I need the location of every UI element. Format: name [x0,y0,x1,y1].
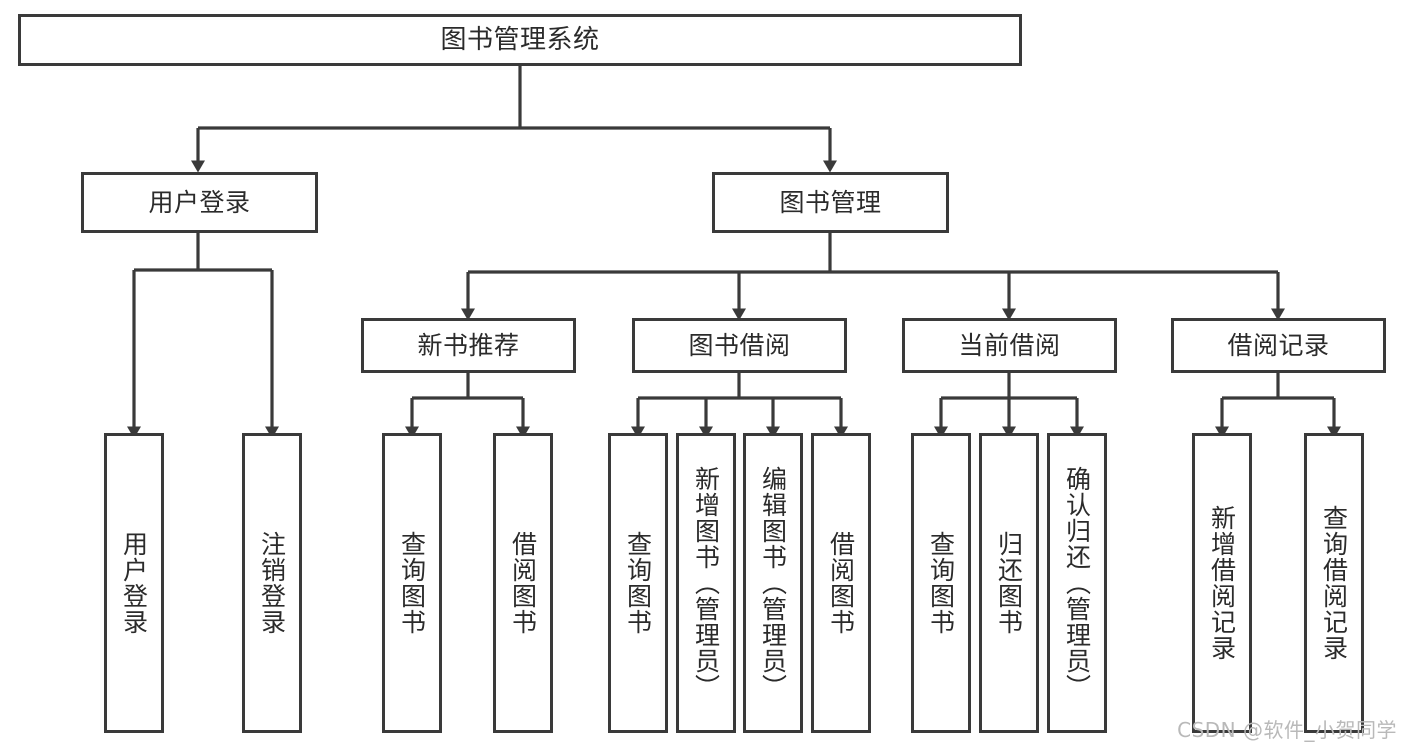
node-label: 图书借阅 [688,330,791,360]
node-label: 图书管理 [779,187,882,217]
node-label: 用户登录 [148,187,251,217]
node-label: 新增借阅记录 [1207,505,1237,661]
node-label: 借阅图书 [508,531,538,635]
node-book-management-system[interactable]: 图书管理系统 [18,14,1022,66]
node-leaf-query-book-1[interactable]: 查询图书 [382,433,442,733]
node-current-borrow[interactable]: 当前借阅 [902,318,1117,373]
node-label: 归还图书 [994,531,1024,635]
node-borrow-record[interactable]: 借阅记录 [1171,318,1386,373]
node-book-borrow[interactable]: 图书借阅 [632,318,847,373]
node-leaf-edit-book[interactable]: 编辑图书（管理员） [743,433,803,733]
node-leaf-user-login[interactable]: 用户登录 [104,433,164,733]
node-label: 编辑图书（管理员） [758,466,788,700]
node-new-book-recommend[interactable]: 新书推荐 [361,318,576,373]
node-label: 注销登录 [257,531,287,635]
node-leaf-query-record[interactable]: 查询借阅记录 [1304,433,1364,733]
node-book-management[interactable]: 图书管理 [712,172,949,233]
node-label: 借阅图书 [826,531,856,635]
node-leaf-user-logout[interactable]: 注销登录 [242,433,302,733]
node-label: 查询图书 [397,531,427,635]
node-label: 新增图书（管理员） [691,466,721,700]
node-leaf-query-book-3[interactable]: 查询图书 [911,433,971,733]
node-leaf-add-book[interactable]: 新增图书（管理员） [676,433,736,733]
node-label: 用户登录 [119,531,149,635]
node-leaf-query-book-2[interactable]: 查询图书 [608,433,668,733]
node-label: 图书管理系统 [440,24,600,55]
node-label: 确认归还（管理员） [1062,466,1092,700]
node-label: 查询图书 [926,531,956,635]
node-leaf-borrow-book-2[interactable]: 借阅图书 [811,433,871,733]
node-leaf-return-book[interactable]: 归还图书 [979,433,1039,733]
node-label: 查询图书 [623,531,653,635]
node-label: 查询借阅记录 [1319,505,1349,661]
node-leaf-add-record[interactable]: 新增借阅记录 [1192,433,1252,733]
node-user-login[interactable]: 用户登录 [81,172,318,233]
node-leaf-confirm-return[interactable]: 确认归还（管理员） [1047,433,1107,733]
node-label: 当前借阅 [958,330,1061,360]
node-label: 借阅记录 [1227,330,1330,360]
node-leaf-borrow-book-1[interactable]: 借阅图书 [493,433,553,733]
node-label: 新书推荐 [417,330,520,360]
